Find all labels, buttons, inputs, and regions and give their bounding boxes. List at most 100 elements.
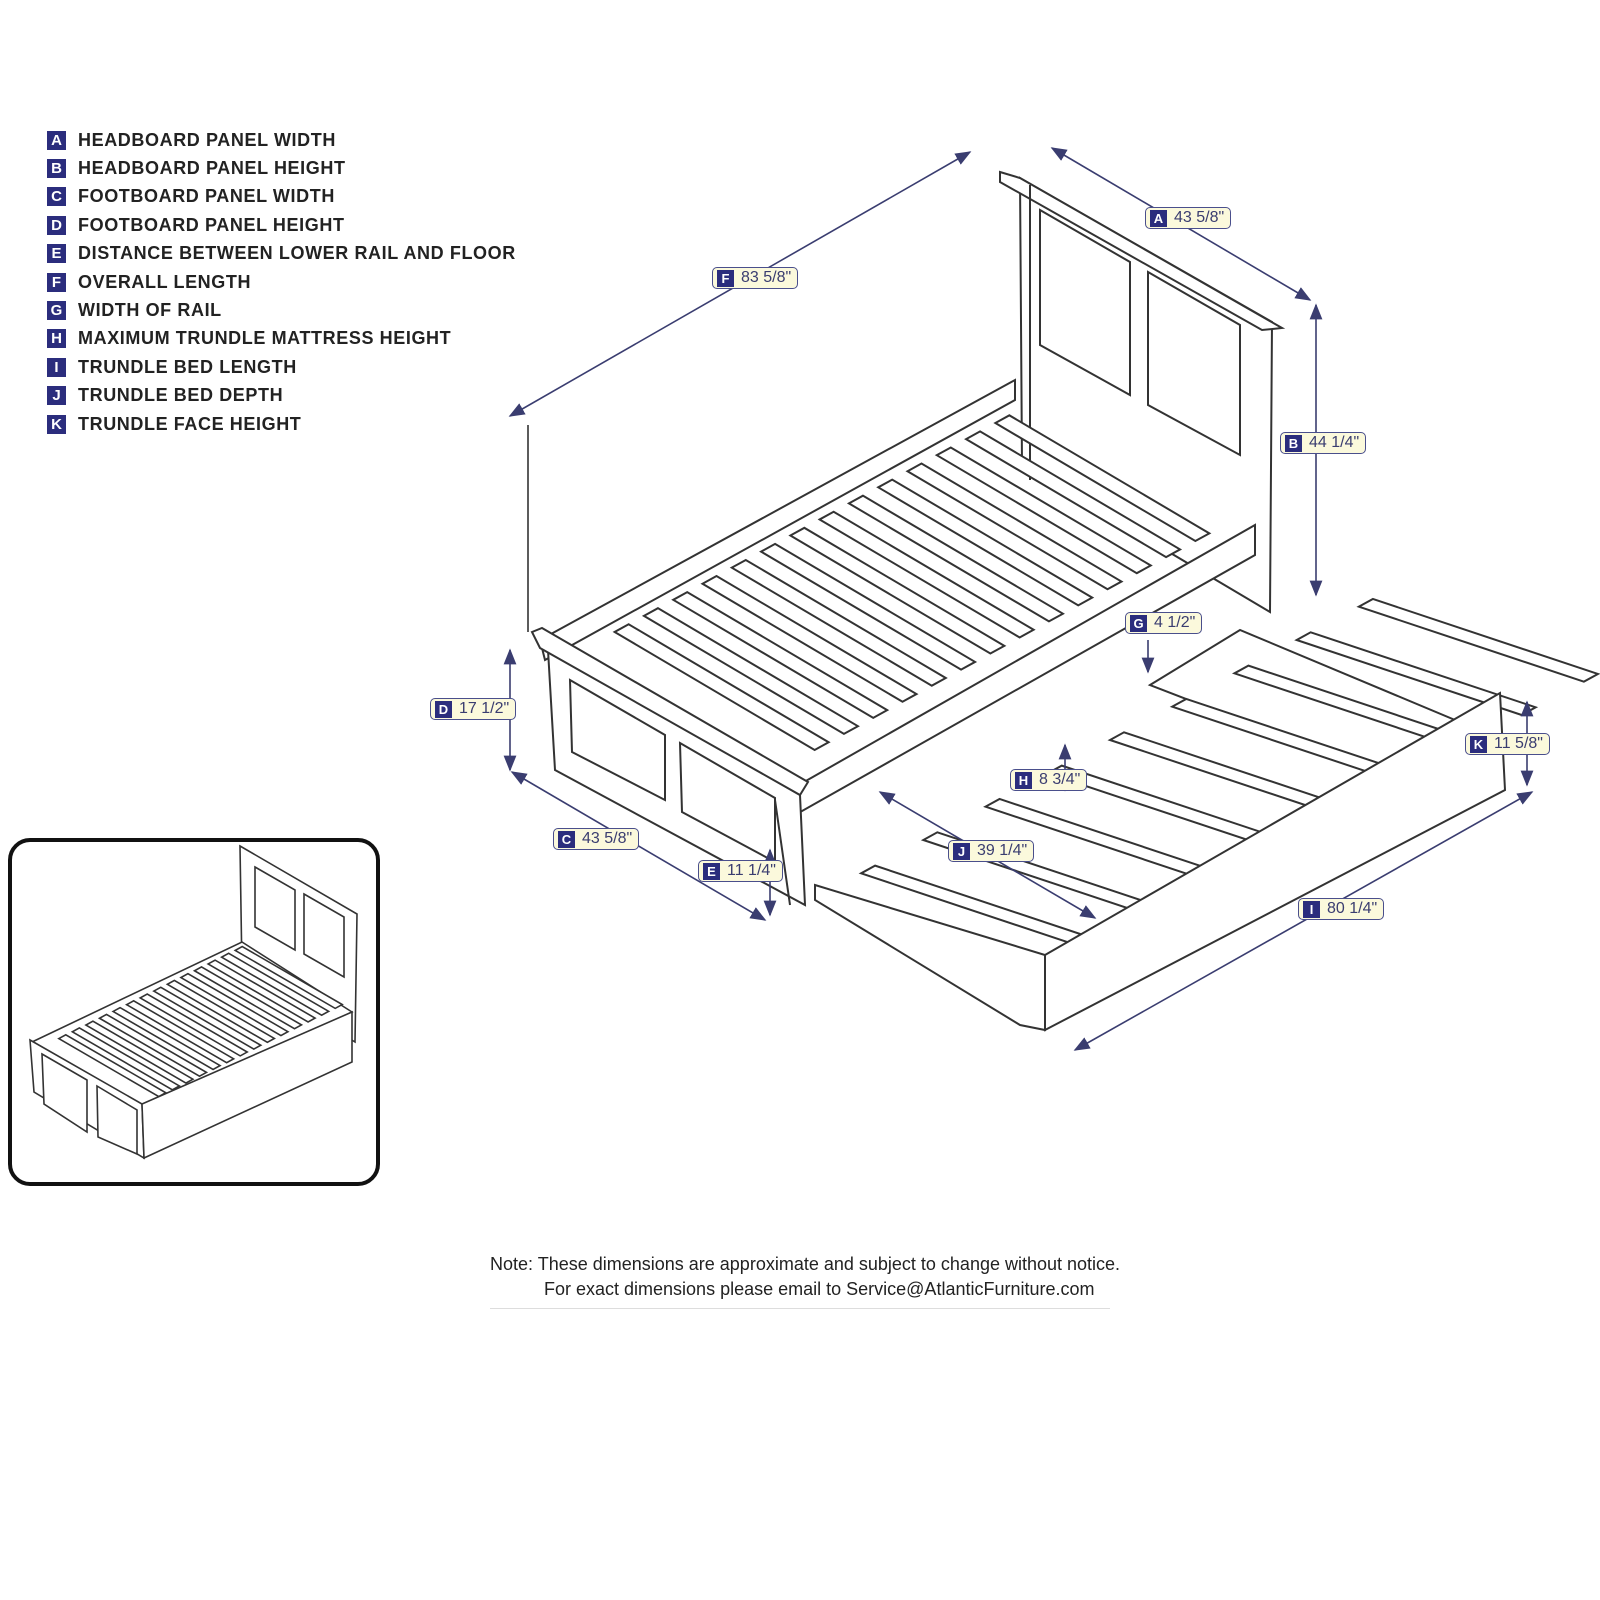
slat [152,986,263,1051]
dim-label-h: H 8 3/4" [1010,769,1088,791]
dim-label-j: J 39 1/4" [948,840,1035,862]
value-h: 8 3/4" [1039,771,1081,788]
key-b: B [1285,434,1302,452]
legend-key: B [47,159,66,179]
legend-key: H [47,329,66,349]
slat [788,526,1007,655]
slat [934,446,1153,575]
key-k: K [1470,735,1487,753]
legend-key: C [47,187,66,207]
legend-key: E [47,244,66,264]
legend-key: I [47,357,66,377]
slat [846,494,1065,623]
key-c: C [558,830,575,848]
legend-text: MAXIMUM TRUNDLE MATTRESS HEIGHT [78,328,452,349]
key-f: F [717,269,734,287]
slat [1294,631,1539,717]
key-d: D [435,700,452,718]
legend-item: C FOOTBOARD PANEL WIDTH [47,183,516,211]
legend-item: B HEADBOARD PANEL HEIGHT [47,154,516,182]
legend-key: J [47,386,66,406]
legend-item: H MAXIMUM TRUNDLE MATTRESS HEIGHT [47,325,516,353]
slat [641,607,860,736]
value-d: 17 1/2" [459,700,510,717]
legend-key: K [47,414,66,434]
dim-label-i: I 80 1/4" [1298,898,1385,920]
legend-text: HEADBOARD PANEL WIDTH [78,129,336,150]
dim-label-f: F 83 5/8" [712,267,799,289]
value-i: 80 1/4" [1327,900,1378,917]
legend-item: D FOOTBOARD PANEL HEIGHT [47,211,516,239]
legend-text: TRUNDLE BED LENGTH [78,356,297,377]
slat [192,965,304,1030]
dim-label-c: C 43 5/8" [553,828,640,850]
legend-item: E DISTANCE BETWEEN LOWER RAIL AND FLOOR [47,240,516,268]
slat [220,952,331,1017]
value-f: 83 5/8" [741,269,792,286]
legend-text: WIDTH OF RAIL [78,300,222,321]
dim-label-e: E 11 1/4" [698,860,783,882]
slat [125,999,236,1064]
value-k: 11 5/8" [1494,735,1543,752]
slat [165,979,276,1044]
key-a: A [1150,209,1167,227]
value-c: 43 5/8" [582,830,633,847]
legend-text: FOOTBOARD PANEL WIDTH [78,186,335,207]
key-j: J [953,842,970,860]
slat [179,972,290,1037]
bed-preview-inset [8,838,380,1186]
value-b: 44 1/4" [1309,434,1360,451]
legend-item: A HEADBOARD PANEL WIDTH [47,126,516,154]
slat [993,414,1212,543]
legend-text: HEADBOARD PANEL HEIGHT [78,158,346,179]
legend-text: DISTANCE BETWEEN LOWER RAIL AND FLOOR [78,243,516,264]
slat [1356,597,1600,683]
legend-text: TRUNDLE BED DEPTH [78,385,284,406]
bed-preview-drawing [29,844,358,1160]
legend-item: F OVERALL LENGTH [47,268,516,296]
legend-key: D [47,215,66,235]
slat [84,1020,195,1084]
key-i: I [1303,900,1320,918]
value-g: 4 1/2" [1154,614,1196,631]
slat [905,462,1124,591]
value-e: 11 1/4" [727,862,776,879]
slat [759,542,978,671]
key-e: E [703,862,720,880]
legend-text: OVERALL LENGTH [78,271,252,292]
slat [70,1027,181,1091]
disclaimer-note: Note: These dimensions are approximate a… [490,1252,1120,1302]
legend-key: G [47,301,66,321]
slat [612,623,831,752]
slat [138,993,249,1057]
dim-label-g: G 4 1/2" [1125,612,1203,634]
dim-label-b: B 44 1/4" [1280,432,1367,454]
legend-text: FOOTBOARD PANEL HEIGHT [78,214,345,235]
value-j: 39 1/4" [977,842,1028,859]
legend-text: TRUNDLE FACE HEIGHT [78,413,302,434]
slat [111,1006,222,1071]
legend-item: I TRUNDLE BED LENGTH [47,353,516,381]
dimension-legend: A HEADBOARD PANEL WIDTH B HEADBOARD PANEL H… [47,126,516,438]
legend-item: J TRUNDLE BED DEPTH [47,382,516,410]
key-h: H [1015,771,1032,789]
note-line-2: For exact dimensions please email to Ser… [544,1279,1095,1299]
slat [700,574,919,703]
dim-label-d: D 17 1/2" [430,698,517,720]
legend-item: G WIDTH OF RAIL [47,296,516,324]
key-g: G [1130,614,1147,632]
divider [490,1308,1110,1309]
slat [206,959,317,1023]
legend-key: F [47,272,66,292]
legend-item: K TRUNDLE FACE HEIGHT [47,410,516,438]
dim-label-k: K 11 5/8" [1465,733,1550,755]
slat [671,590,890,719]
legend-key: A [47,130,66,150]
slat [233,945,344,1010]
slat [876,478,1095,607]
slat [729,558,948,687]
slat [817,510,1036,639]
